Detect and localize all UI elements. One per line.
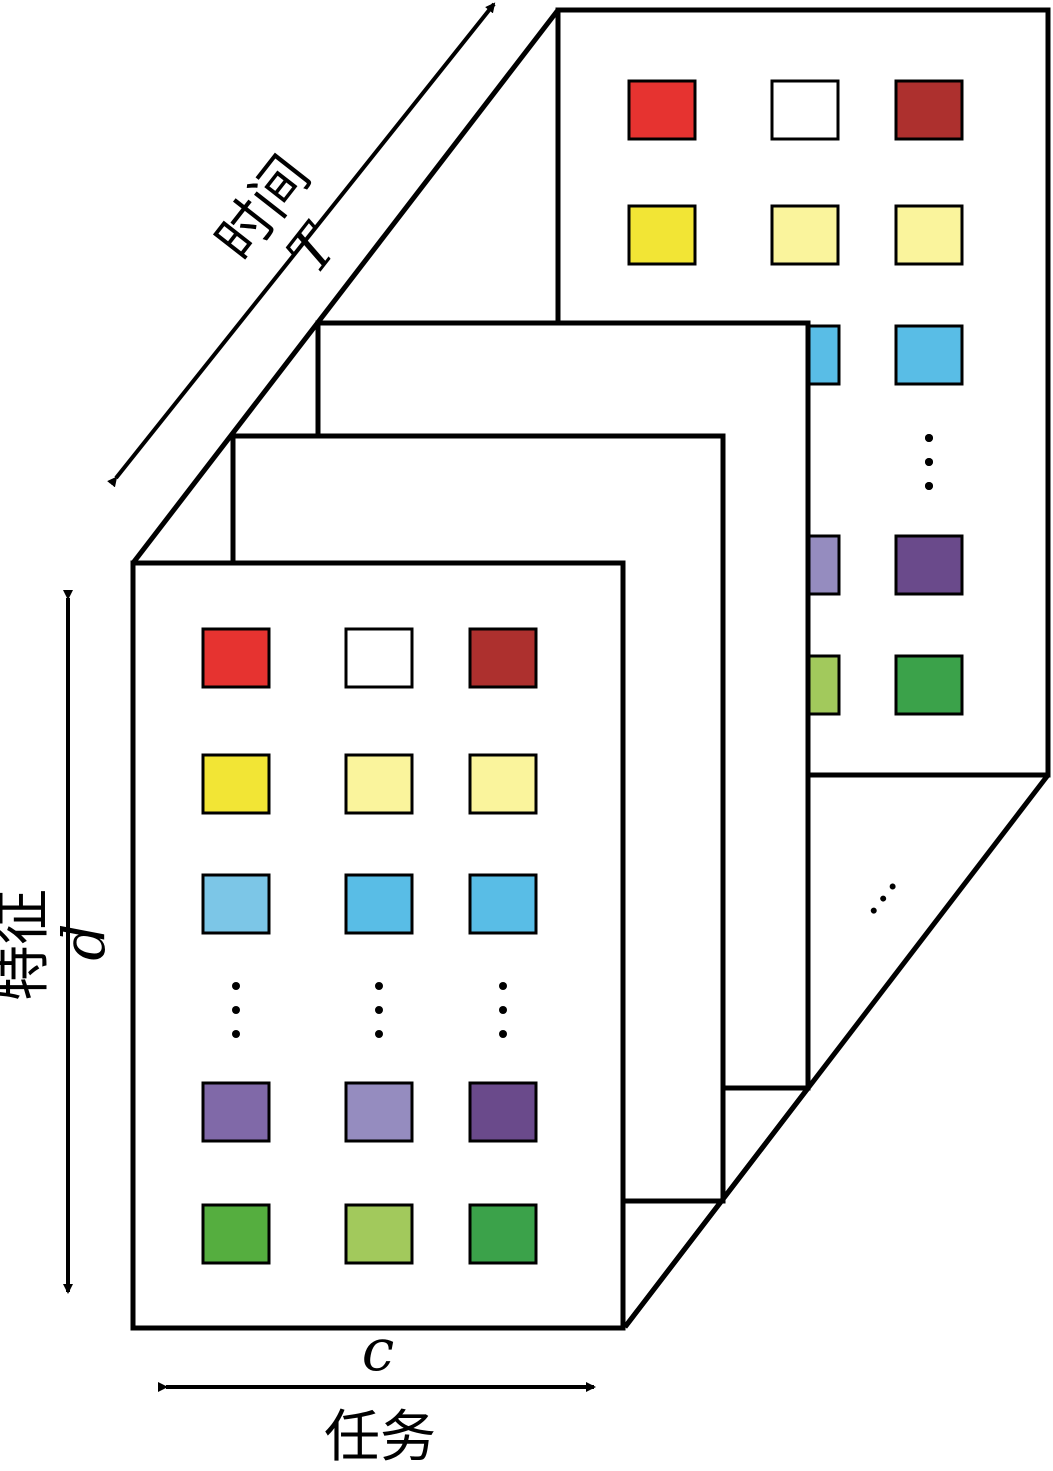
task-axis-label: 任务: [324, 1405, 436, 1466]
front-dots-r3-c1: [375, 982, 383, 1038]
back-frame-peek-cells: [805, 323, 964, 1088]
front-cell-r2-c1: [344, 873, 414, 935]
front-frame: [130, 560, 626, 1331]
back-peek-dots-r3: [925, 434, 933, 490]
back-peek-sliver-r5-c1: [806, 654, 841, 716]
front-cell-r1-c2: [468, 753, 538, 815]
front-cell-r4-c1: [344, 1081, 414, 1143]
front-cell-r2-c0: [201, 873, 271, 935]
back-peek-cell-r5-c2: [894, 654, 964, 716]
back-cell-r0-c2: [894, 79, 964, 141]
front-cell-r1-c0: [201, 753, 271, 815]
feature-axis: 特征 d: [0, 590, 118, 1294]
bottom-edge-segment: [623, 1086, 810, 1329]
back-peek-cell-r4-c2: [894, 534, 964, 596]
back-cell-r1-c0: [627, 204, 697, 266]
front-dots-r3-c0: [232, 982, 240, 1038]
back-cell-r1-c1: [770, 204, 840, 266]
front-cell-r4-c2: [468, 1081, 538, 1143]
back-cell-r0-c1: [770, 79, 840, 141]
feature-axis-label: 特征: [0, 889, 56, 1001]
front-cell-r4-c0: [201, 1081, 271, 1143]
back-cell-r0-c0: [627, 79, 697, 141]
front-dots-r3-c2: [499, 982, 507, 1038]
back-cell-r1-c2: [894, 204, 964, 266]
front-cell-r0-c1: [344, 627, 414, 689]
back-peek-cell-r2-c2: [894, 324, 964, 386]
frames-ellipsis: …: [837, 855, 908, 924]
task-axis: c 任务: [158, 1316, 596, 1470]
front-cell-r1-c1: [344, 753, 414, 815]
back-peek-sliver-r2-c1: [806, 324, 841, 386]
feature-axis-symbol: d: [50, 923, 118, 960]
front-cell-r0-c0: [201, 627, 271, 689]
front-cell-r5-c1: [344, 1203, 414, 1265]
front-cell-r0-c2: [468, 627, 538, 689]
prism-edge-front-segments: [623, 1086, 810, 1329]
back-peek-sliver-r4-c1: [806, 534, 841, 596]
front-cell-r5-c2: [468, 1203, 538, 1265]
front-frame-border: [130, 560, 626, 1331]
front-cell-r2-c2: [468, 873, 538, 935]
time-axis-arrow: [107, 2, 496, 488]
front-cell-r5-c0: [201, 1203, 271, 1265]
task-axis-symbol: c: [362, 1316, 394, 1384]
front-frame-grid: [201, 627, 538, 1265]
